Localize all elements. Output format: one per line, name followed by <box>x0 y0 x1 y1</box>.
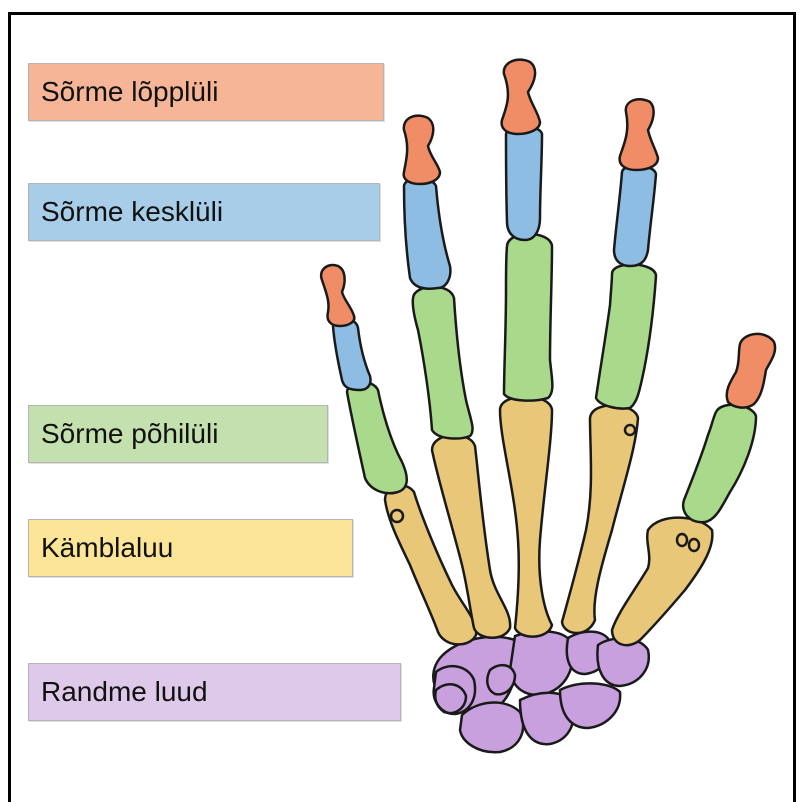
carpal-bones <box>433 631 649 752</box>
proximal-phalanx-bones <box>347 234 756 522</box>
